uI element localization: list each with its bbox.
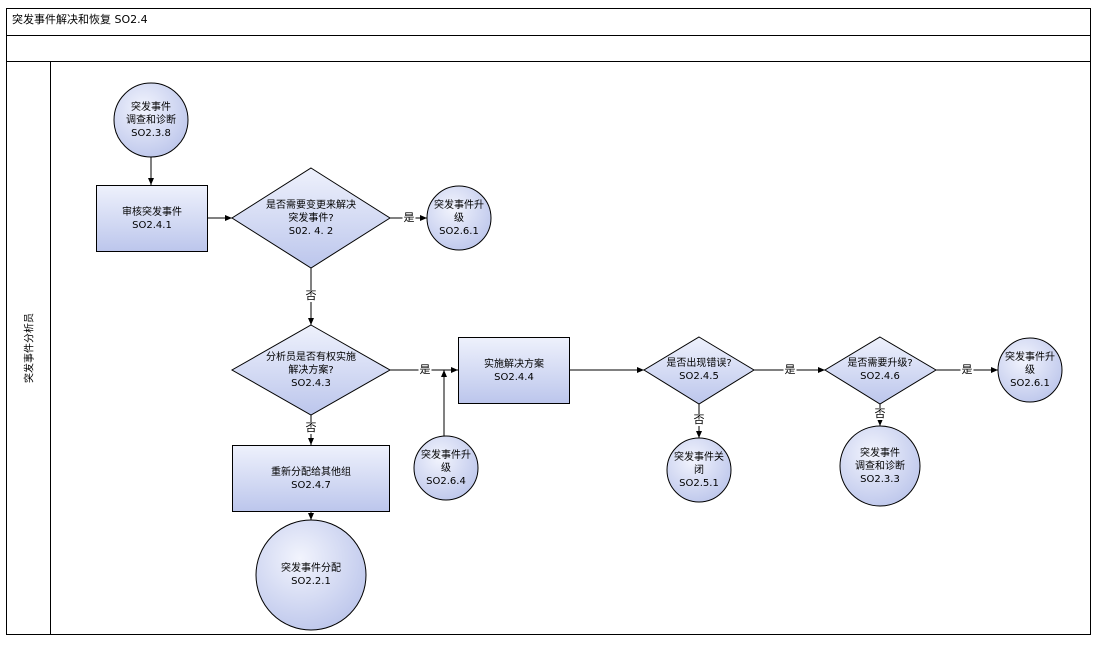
node-text-line: SO2.4.6	[860, 371, 900, 382]
node-text-line: SO2.3.8	[131, 127, 171, 139]
edge-label-yes-3: 是	[783, 363, 797, 376]
node-text-line: 突发事件	[860, 447, 900, 459]
edge-label-no-1: 否	[304, 289, 318, 302]
edge-label-yes-1: 是	[402, 211, 416, 224]
decision-errors	[643, 336, 755, 405]
node-text-line: S02. 4. 2	[288, 225, 334, 237]
node-text-line: SO2.4.4	[494, 371, 534, 383]
decision-authorized	[230, 324, 392, 416]
decision-escalation-needed	[824, 336, 937, 405]
node-text-line: 分析员是否有权实施	[266, 351, 356, 363]
reassign-box	[232, 445, 390, 512]
node-text-line: SO2.6.1	[1010, 377, 1050, 389]
node-text-line: 级	[1025, 364, 1035, 376]
node-text-line: SO2.4.7	[291, 479, 331, 491]
node-text-line: 突发事件	[131, 101, 171, 113]
node-text-line: 是否需要变更来解决	[266, 199, 356, 211]
node-text-line: 解决方案?	[288, 364, 334, 376]
diagram-border	[6, 8, 1091, 635]
edge-label-no-2: 否	[304, 421, 318, 434]
edge-label-no-4: 否	[873, 407, 887, 420]
diagram-title: 突发事件解决和恢复 SO2.4	[12, 13, 148, 26]
node-text-line: 闭	[694, 464, 704, 476]
implement-solution-box	[458, 337, 570, 404]
escalation-circle-3	[997, 337, 1063, 403]
node-text-line: 突发事件分配	[281, 563, 341, 574]
node-text-line: 级	[454, 212, 464, 224]
edge-label-no-3: 否	[692, 413, 706, 426]
escalation-circle-1	[426, 185, 492, 251]
review-incident-box	[96, 185, 208, 252]
node-text-line: SO2.6.1	[439, 225, 479, 237]
decision-errors-label: 是否出现错误? SO2.4.5	[640, 340, 758, 400]
node-text-line: SO2.4.5	[679, 371, 719, 382]
decision-authorized-label: 分析员是否有权实施解决方案?SO2.4.3	[232, 326, 390, 414]
assignment-label: 突发事件分配 SO2.2.1	[256, 520, 366, 630]
node-text-line: 级	[441, 462, 451, 474]
node-text-line: SO2.5.1	[679, 477, 719, 489]
diagnosis-circle-2	[839, 425, 921, 507]
node-text-line: 调查和诊断	[126, 114, 176, 126]
node-text-line: SO2.6.4	[426, 475, 466, 487]
edge-label-yes-4: 是	[960, 363, 974, 376]
node-text-line: 突发事件关	[674, 451, 724, 463]
node-text-line: 是否出现错误?	[666, 358, 732, 369]
node-text-line: 突发事件升	[1005, 351, 1055, 363]
assignment-circle	[255, 519, 367, 631]
edge-label-yes-2: 是	[418, 363, 432, 376]
node-text-line: SO2.3.3	[860, 473, 900, 485]
decision-change-needed-label: 是否需要变更来解决突发事件?S02. 4. 2	[232, 170, 390, 266]
node-text-line: SO2.4.1	[132, 219, 172, 231]
node-text-line: SO2.2.1	[291, 576, 331, 587]
close-incident-circle	[666, 437, 732, 503]
node-text-line: 突发事件升	[421, 449, 471, 461]
node-text-line: 突发事件升	[434, 199, 484, 211]
node-text-line: 调查和诊断	[855, 460, 905, 472]
escalation-circle-2	[413, 435, 479, 501]
node-text-line: 突发事件?	[288, 212, 334, 224]
node-text-line: 实施解决方案	[484, 358, 544, 370]
decision-change-needed	[231, 167, 391, 269]
node-text-line: 审核突发事件	[122, 206, 182, 218]
node-text-line: 是否需要升级?	[847, 358, 913, 369]
start-diagnosis-circle	[113, 82, 189, 158]
node-text-line: SO2.4.3	[291, 377, 331, 389]
node-text-line: 重新分配给其他组	[271, 466, 351, 478]
decision-escalation-label: 是否需要升级? SO2.4.6	[820, 340, 940, 400]
